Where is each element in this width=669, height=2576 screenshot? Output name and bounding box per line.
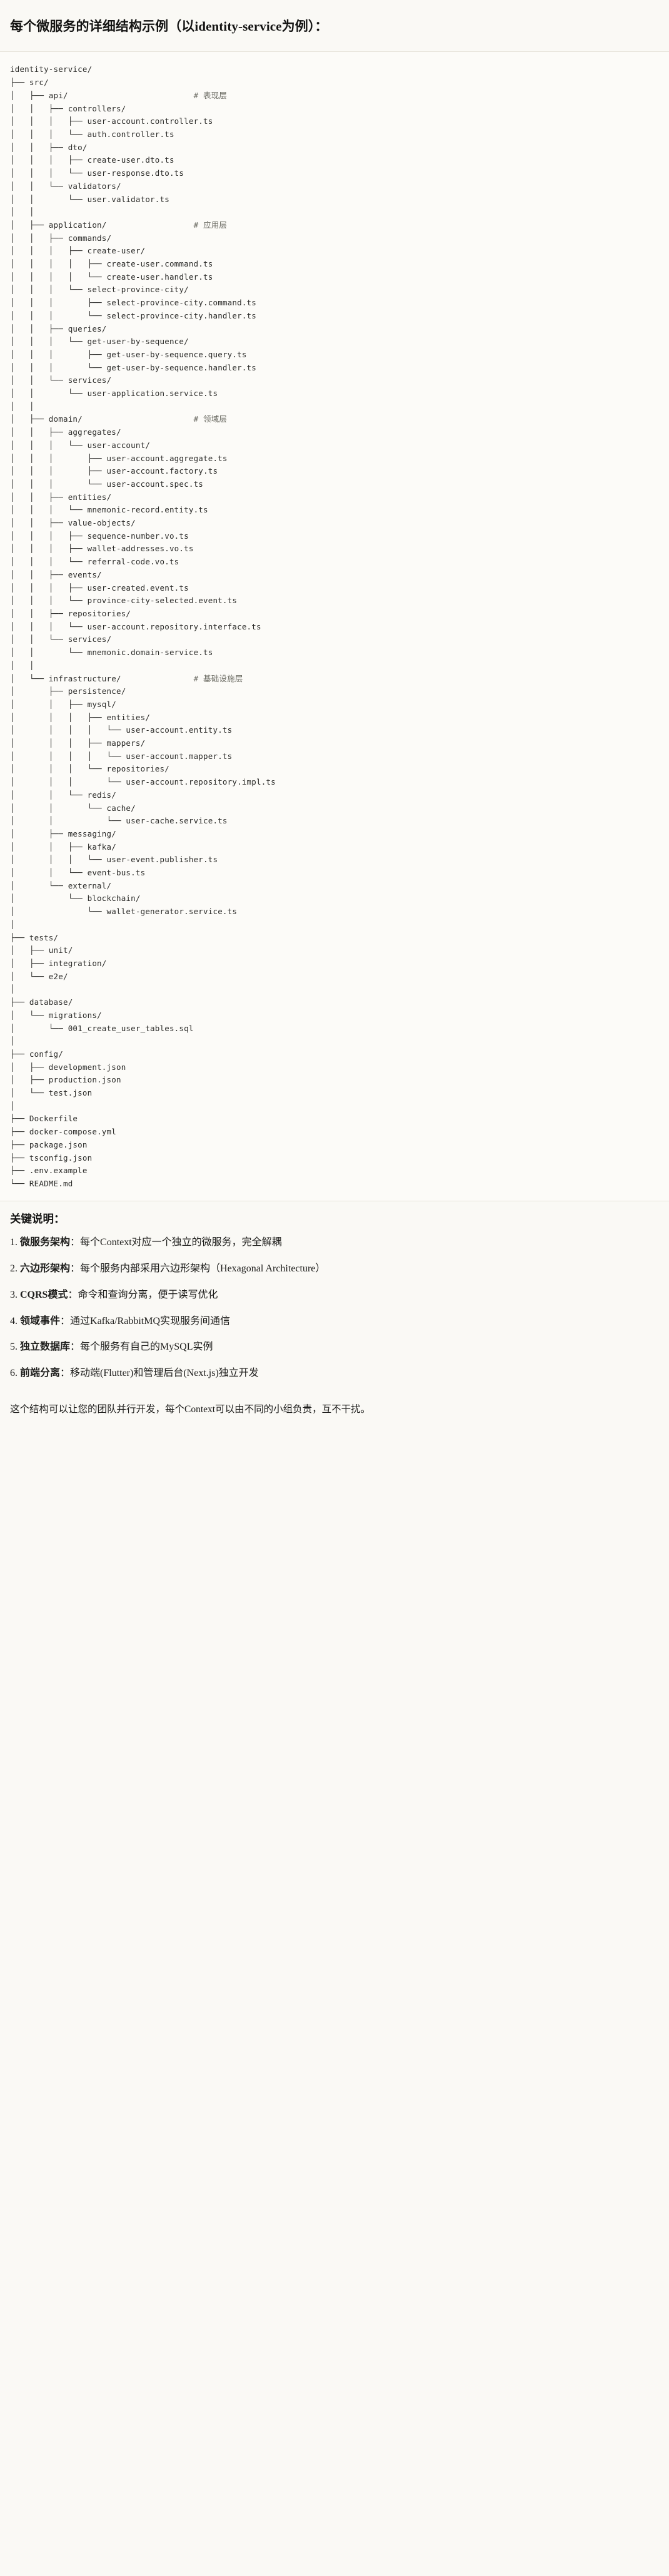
key-note-description: ：通过Kafka/RabbitMQ实现服务间通信	[60, 1315, 230, 1326]
closing-statement: 这个结构可以让您的团队并行开发，每个Context可以由不同的小组负责，互不干扰…	[10, 1403, 371, 1415]
key-note-description: ：每个Context对应一个独立的微服务，完全解耦	[70, 1237, 282, 1248]
key-note-description: ：每个服务内部采用六边形架构（Hexagonal Architecture）	[70, 1263, 326, 1274]
tree-comment: # 表现层	[193, 90, 228, 100]
tree-comment: # 领域层	[193, 414, 228, 424]
key-note-description: ：每个服务有自己的MySQL实例	[70, 1341, 213, 1353]
document-page: 每个微服务的详细结构示例（以identity-service为例）： ident…	[0, 9, 669, 1430]
key-note-item: 6. 前端分离：移动端(Flutter)和管理后台(Next.js)独立开发	[10, 1366, 659, 1382]
key-notes-list: 1. 微服务架构：每个Context对应一个独立的微服务，完全解耦 2. 六边形架…	[10, 1235, 659, 1382]
key-note-term: CQRS模式	[20, 1289, 68, 1300]
key-note-item: 2. 六边形架构：每个服务内部采用六边形架构（Hexagonal Archite…	[10, 1261, 659, 1277]
directory-tree: identity-service/ ├── src/ │ ├── api/ # …	[10, 63, 659, 1190]
key-note-number: 1.	[10, 1237, 20, 1248]
key-note-description: ：移动端(Flutter)和管理后台(Next.js)独立开发	[60, 1368, 259, 1379]
key-notes-section: 关键说明： 1. 微服务架构：每个Context对应一个独立的微服务，完全解耦 2…	[0, 1201, 669, 1398]
key-note-term: 六边形架构	[20, 1263, 71, 1274]
header-divider	[0, 51, 669, 53]
key-note-number: 6.	[10, 1368, 20, 1379]
directory-tree-block: identity-service/ ├── src/ │ ├── api/ # …	[0, 52, 669, 1201]
tree-comment: # 基础设施层	[193, 673, 243, 683]
key-note-item: 5. 独立数据库：每个服务有自己的MySQL实例	[10, 1340, 659, 1355]
key-note-description: ：命令和查询分离，便于读写优化	[68, 1289, 218, 1300]
key-note-item: 3. CQRS模式：命令和查询分离，便于读写优化	[10, 1288, 659, 1303]
key-notes-title: 关键说明：	[10, 1212, 65, 1225]
key-note-item: 1. 微服务架构：每个Context对应一个独立的微服务，完全解耦	[10, 1235, 659, 1251]
directory-tree-text: identity-service/ ├── src/ │ ├── api/ # …	[10, 64, 276, 1188]
key-note-item: 4. 领域事件：通过Kafka/RabbitMQ实现服务间通信	[10, 1314, 659, 1330]
key-note-number: 2.	[10, 1263, 20, 1274]
page-title: 每个微服务的详细结构示例（以identity-service为例）：	[10, 19, 328, 34]
key-note-term: 独立数据库	[20, 1341, 71, 1353]
key-note-term: 微服务架构	[20, 1237, 71, 1248]
key-note-number: 4.	[10, 1315, 20, 1326]
key-note-term: 前端分离	[20, 1368, 61, 1379]
key-note-number: 3.	[10, 1289, 20, 1300]
tree-comment: # 应用层	[193, 220, 228, 230]
key-note-term: 领域事件	[20, 1315, 61, 1326]
key-note-number: 5.	[10, 1341, 20, 1353]
